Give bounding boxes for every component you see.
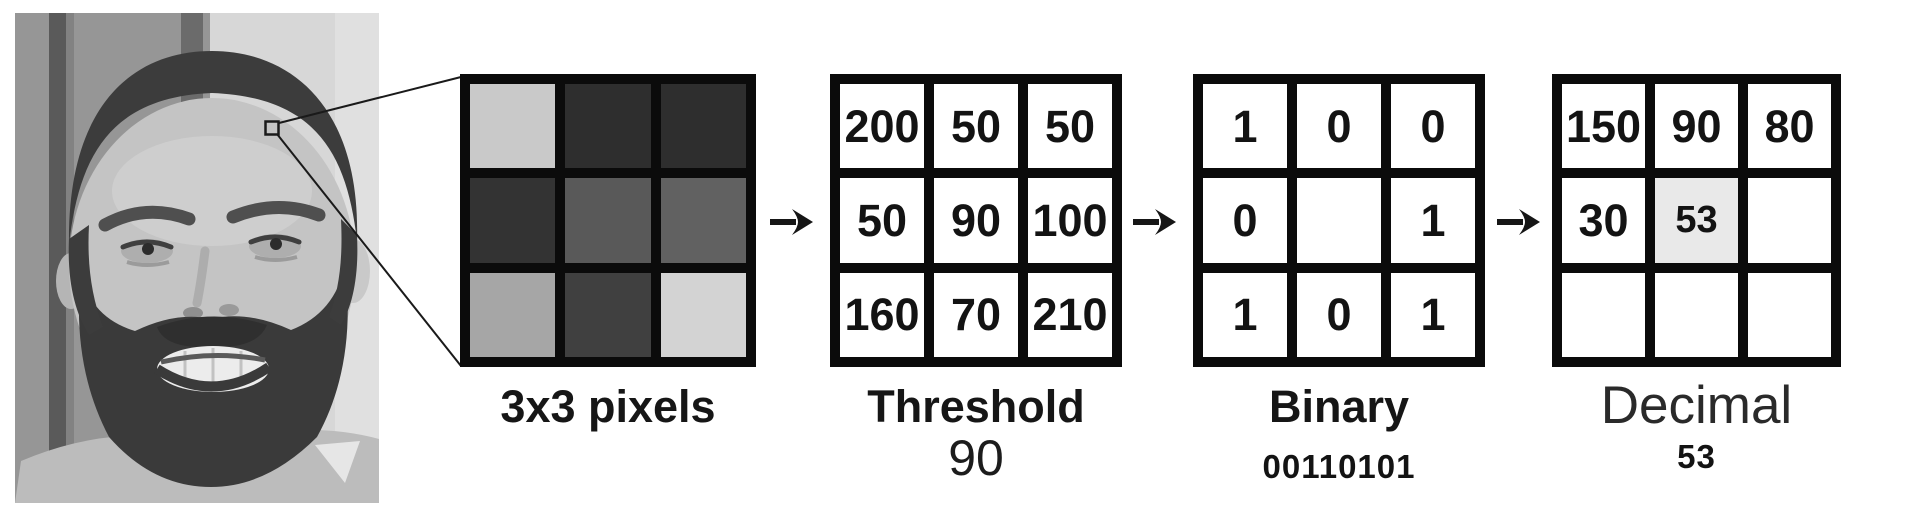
arrow-right-icon — [1133, 209, 1176, 235]
binary-string: 00110101 — [1262, 448, 1416, 485]
label-decimal: Decimal — [1600, 376, 1793, 435]
binary-cell: 0 — [1391, 84, 1475, 169]
threshold-grid: 200 50 50 50 90 100 160 70 210 — [830, 74, 1122, 367]
decimal-cell — [1655, 272, 1738, 357]
binary-grid: 1 0 0 0 1 1 0 1 — [1193, 74, 1485, 367]
pixel-cell — [660, 84, 746, 169]
binary-cell: 1 — [1391, 178, 1475, 263]
pixel-cell — [660, 272, 746, 357]
threshold-cell: 100 — [1028, 178, 1112, 263]
label-binary: Binary — [1268, 381, 1410, 432]
decimal-cell-highlighted: 53 — [1655, 178, 1738, 263]
arrow-right-icon — [770, 209, 813, 235]
threshold-cell: 90 — [934, 178, 1018, 263]
arrow-right-icon — [1497, 209, 1540, 235]
threshold-value: 90 — [948, 430, 1004, 486]
threshold-cell: 210 — [1028, 272, 1112, 357]
binary-cell: 0 — [1297, 272, 1381, 357]
threshold-cell: 50 — [934, 84, 1018, 169]
decimal-cell — [1748, 178, 1831, 263]
label-threshold: Threshold — [867, 381, 1085, 432]
threshold-cell: 200 — [840, 84, 924, 169]
binary-cell: 1 — [1203, 84, 1287, 169]
label-3x3-pixels: 3x3 pixels — [500, 381, 716, 432]
binary-cell: 1 — [1203, 272, 1287, 357]
pixel-cell — [660, 178, 746, 263]
decimal-cell — [1562, 272, 1645, 357]
decimal-cell: 150 — [1562, 84, 1645, 169]
pixel-cell — [470, 84, 556, 169]
threshold-cell: 70 — [934, 272, 1018, 357]
pixel-cell — [470, 272, 556, 357]
decimal-cell: 90 — [1655, 84, 1738, 169]
decimal-grid: 150 90 80 30 53 — [1552, 74, 1841, 367]
decimal-value: 53 — [1677, 438, 1716, 475]
pixel-cell — [565, 84, 651, 169]
decimal-cell: 30 — [1562, 178, 1645, 263]
decimal-cell: 80 — [1748, 84, 1831, 169]
pixel-cell — [565, 178, 651, 263]
threshold-cell: 50 — [840, 178, 924, 263]
portrait-photo — [15, 13, 379, 503]
threshold-cell: 50 — [1028, 84, 1112, 169]
pixel-cell — [470, 178, 556, 263]
binary-cell: 1 — [1391, 272, 1475, 357]
pixel-cell — [565, 272, 651, 357]
binary-cell: 0 — [1297, 84, 1381, 169]
threshold-cell: 160 — [840, 272, 924, 357]
binary-cell: 0 — [1203, 178, 1287, 263]
binary-cell-center-empty — [1297, 178, 1381, 263]
decimal-cell — [1748, 272, 1831, 357]
pixels-grid — [460, 74, 756, 367]
